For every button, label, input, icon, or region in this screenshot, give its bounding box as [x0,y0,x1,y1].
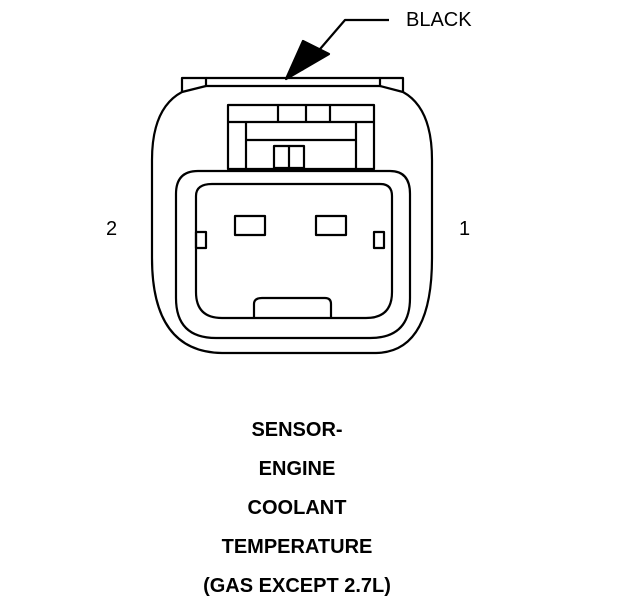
terminal-pin-1 [314,214,348,237]
connector-diagram [150,18,434,355]
pin-number-2: 2 [106,218,118,240]
housing-left-tab [181,84,207,94]
diagram-caption: SENSOR- ENGINE COOLANT TEMPERATURE (GAS … [0,418,594,613]
callout-arrowhead [284,39,331,81]
wire-color-label: BLACK [406,9,472,31]
connector-housing [150,76,434,355]
locking-latch [226,103,376,171]
housing-right-tab [379,84,404,94]
pin-number-1: 1 [459,218,471,240]
caption-line: COOLANT [247,497,347,519]
caption-line: SENSOR- [251,419,343,441]
terminal-pin-2 [233,214,267,237]
terminal-cavity [194,182,394,320]
caption-line: (GAS EXCEPT 2.7L) [203,575,391,597]
side-key-right [372,230,386,250]
cavity-rim [174,169,412,340]
bottom-key-slot [252,296,333,318]
side-key-left [194,230,208,250]
caption-line: TEMPERATURE [221,536,373,558]
caption-line: ENGINE [258,458,336,480]
